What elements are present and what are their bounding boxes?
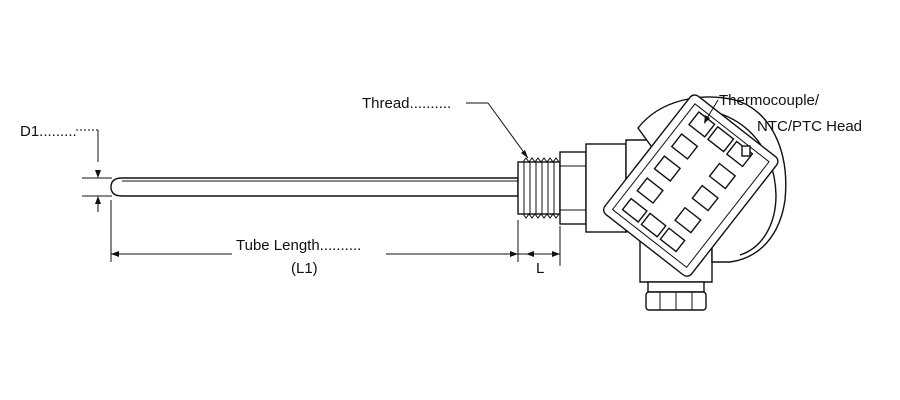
tube-length-dimension: Tube Length.......... (L1)	[110, 200, 519, 277]
l-dimension: L	[518, 226, 561, 277]
thread-section	[517, 157, 561, 219]
thread-label: Thread..........	[362, 95, 451, 112]
probe-tube	[110, 177, 519, 197]
d1-label: D1.........	[20, 123, 77, 140]
head-callout: Thermocouple/ NTC/PTC Head	[704, 92, 862, 135]
d1-dimension: D1.........	[20, 123, 112, 212]
tube-length-label: Tube Length..........	[236, 237, 361, 254]
head-label-line1: Thermocouple/	[719, 92, 820, 109]
l1-label: (L1)	[291, 260, 318, 277]
l-label: L	[536, 260, 544, 277]
head-label-line2: NTC/PTC Head	[757, 118, 862, 135]
head-screw-icon	[741, 145, 751, 157]
thread-callout: Thread..........	[362, 95, 529, 159]
thermocouple-head	[602, 94, 787, 277]
